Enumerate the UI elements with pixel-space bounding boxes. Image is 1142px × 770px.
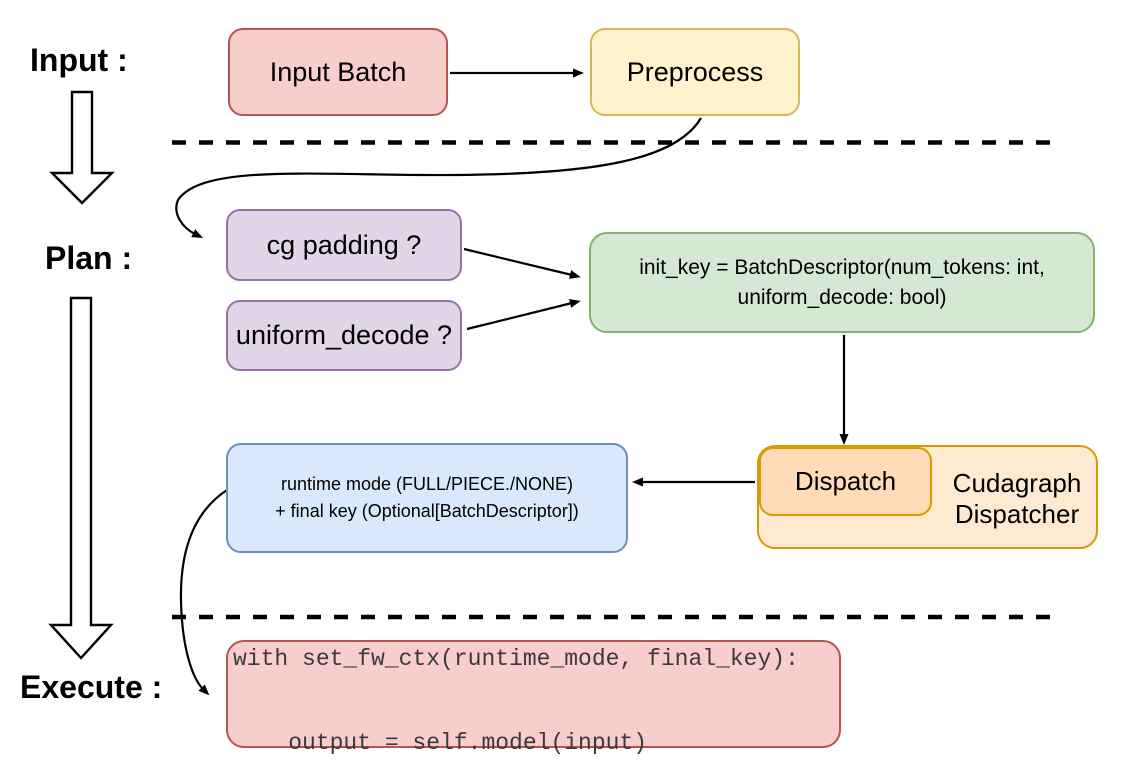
execute-code-line2: output = self.model(input) <box>233 729 648 756</box>
input-batch-node: Input Batch <box>228 28 448 116</box>
uniform-decode-node: uniform_decode ? <box>226 300 462 371</box>
curve-preprocess-to-cg-padding <box>175 117 702 239</box>
execute-code-line1: with set_fw_ctx(runtime_mode, final_key)… <box>233 645 799 672</box>
dispatch-node: Dispatch <box>759 447 932 516</box>
runtime-mode-line2: + final key (Optional[BatchDescriptor]) <box>275 501 579 521</box>
stage-flow-arrow-plan-to-execute-icon <box>48 296 114 660</box>
cudagraph-label-line2: Dispatcher <box>954 499 1080 529</box>
cudagraph-dispatcher-label: Cudagraph Dispatcher <box>934 447 1100 551</box>
execute-code-text: with set_fw_ctx(runtime_mode, final_key)… <box>228 576 799 770</box>
stage-flow-arrow-input-to-plan-icon <box>49 90 115 205</box>
runtime-mode-node: runtime mode (FULL/PIECE./NONE) + final … <box>226 443 628 553</box>
cg-padding-node: cg padding ? <box>226 209 462 281</box>
preprocess-label: Preprocess <box>626 56 764 87</box>
plan-stage-label: Plan : <box>45 240 133 276</box>
uniform-decode-label: uniform_decode ? <box>235 320 453 351</box>
init-key-line1: init_key = BatchDescriptor(num_tokens: i… <box>639 255 1045 279</box>
cudagraph-label-line1: Cudagraph <box>952 468 1082 498</box>
arrow-cg-padding-to-init-key <box>463 247 581 279</box>
preprocess-node: Preprocess <box>590 28 800 116</box>
curve-runtime-mode-to-execute-code <box>179 489 228 696</box>
runtime-mode-line1: runtime mode (FULL/PIECE./NONE) <box>280 474 574 494</box>
cg-padding-label: cg padding ? <box>266 229 422 260</box>
input-batch-label: Input Batch <box>269 56 407 87</box>
cudagraph-dispatcher-node: Dispatch Cudagraph Dispatcher <box>757 445 1098 549</box>
execute-stage-label: Execute : <box>20 669 163 705</box>
arrow-uniform-decode-to-init-key <box>466 299 581 331</box>
init-key-line2: uniform_decode: bool) <box>737 285 947 309</box>
init-key-node: init_key = BatchDescriptor(num_tokens: i… <box>589 232 1095 333</box>
execute-code-node: with set_fw_ctx(runtime_mode, final_key)… <box>226 640 841 756</box>
input-stage-label: Input : <box>30 42 128 78</box>
dispatch-label: Dispatch <box>794 465 897 496</box>
